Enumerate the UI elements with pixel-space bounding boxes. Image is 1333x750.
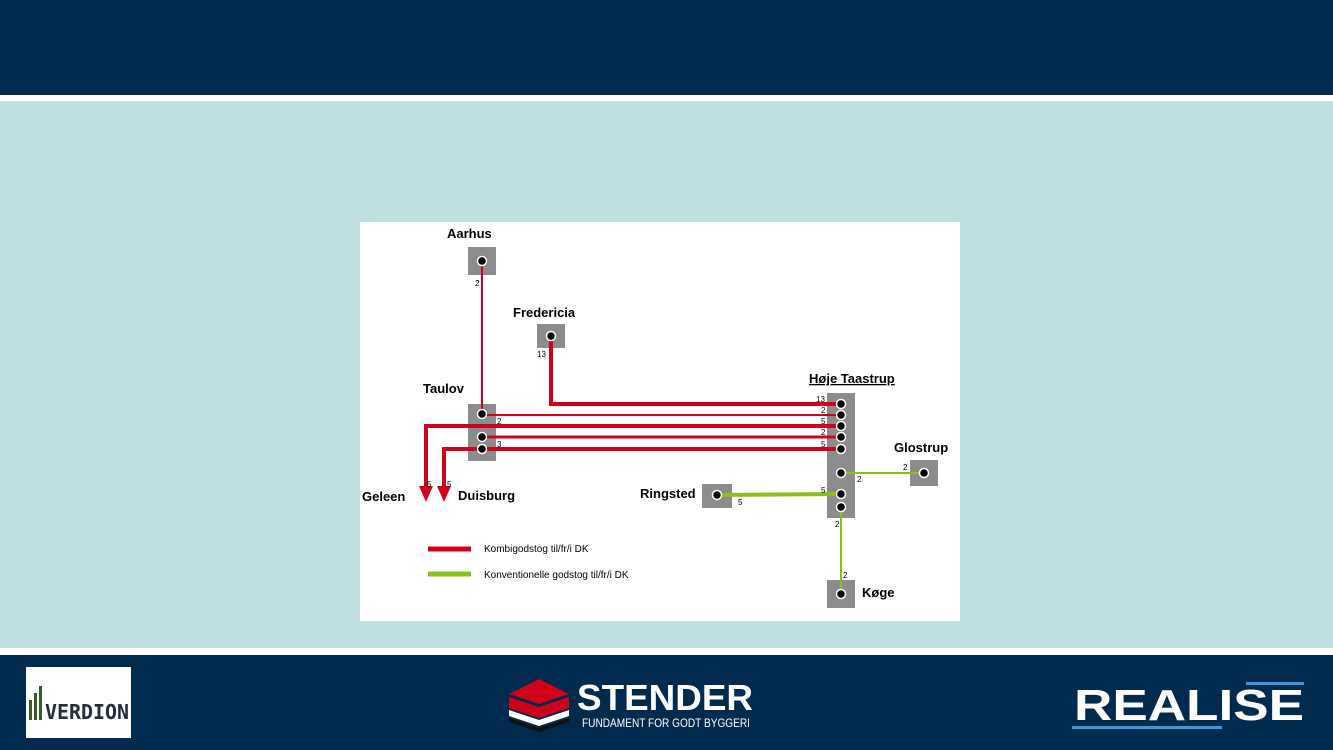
header-divider: [0, 95, 1333, 101]
node-glostrup: [918, 467, 930, 479]
stender-wordmark: STENDER: [577, 677, 753, 718]
route-ringsted-hoje-taastrup: [716, 492, 842, 497]
count-hoje-taastrup-5: 5: [821, 440, 826, 449]
count-duisburg: 5: [447, 480, 452, 489]
node-hoje-taastrup-7: [835, 488, 847, 500]
count-ringsted-near: 5: [821, 486, 826, 495]
count-fredericia: 13: [537, 350, 546, 359]
legend-label-combi: Kombigodstog til/fr/i DK: [484, 544, 589, 555]
count-glostrup-far: 2: [903, 463, 908, 472]
count-ringsted-far: 5: [738, 498, 743, 507]
legend-label-conventional: Konventionelle godstog til/fr/i DK: [484, 570, 629, 581]
label-duisburg: Duisburg: [458, 488, 515, 503]
count-koge-near: 2: [835, 520, 840, 529]
count-hoje-taastrup-3: 5: [821, 417, 826, 426]
header-band: [0, 0, 1333, 95]
count-koge-far: 2: [843, 571, 848, 580]
node-hoje-taastrup-6: [835, 467, 847, 479]
count-hoje-taastrup-1: 13: [816, 395, 825, 404]
count-geleen: 5: [427, 480, 432, 489]
count-hoje-taastrup-4: 2: [821, 428, 826, 437]
route-fredericia-hoje-taastrup: [549, 336, 841, 406]
realise-logo: REALISE: [1070, 678, 1310, 734]
node-fredericia: [545, 330, 557, 342]
verdion-wordmark: VERDION: [45, 700, 129, 724]
node-taulov-3: [476, 443, 488, 455]
count-aarhus: 2: [475, 279, 480, 288]
node-hoje-taastrup-1: [835, 398, 847, 410]
count-glostrup-near: 2: [857, 475, 862, 484]
count-hoje-taastrup-2: 2: [821, 406, 826, 415]
realise-wordmark: REALISE: [1074, 681, 1304, 730]
count-taulov-top: 2: [497, 417, 502, 426]
route-geleen-hoje-taastrup: [424, 424, 841, 488]
label-hoje-taastrup: Høje Taastrup: [809, 371, 895, 386]
label-taulov: Taulov: [423, 381, 465, 396]
node-aarhus: [476, 255, 488, 267]
verdion-logo: VERDION: [26, 667, 131, 738]
route-duisburg-hoje-taastrup: [442, 447, 841, 488]
label-geleen: Geleen: [362, 489, 405, 504]
node-koge: [835, 588, 847, 600]
arrow-duisburg: [437, 486, 451, 502]
node-taulov-1: [476, 408, 488, 420]
node-hoje-taastrup-2: [835, 409, 847, 421]
stender-mark-icon: STENDER FUNDAMENT FOR GODT BYGGERI: [509, 677, 753, 732]
label-ringsted: Ringsted: [640, 486, 696, 501]
label-koge: Køge: [862, 585, 895, 600]
count-taulov-bottom: 3: [497, 440, 502, 449]
label-fredericia: Fredericia: [513, 305, 576, 320]
footer-divider: [0, 648, 1333, 655]
realise-mark-icon: REALISE: [1072, 681, 1304, 730]
freight-route-diagram: Aarhus Fredericia Taulov Høje Taastrup G…: [360, 222, 960, 621]
verdion-mark-icon: VERDION: [29, 686, 129, 724]
stender-logo: STENDER FUNDAMENT FOR GODT BYGGERI: [505, 672, 760, 734]
arrow-geleen: [419, 486, 433, 502]
node-hoje-taastrup-8: [835, 501, 847, 513]
footer-band: [0, 655, 1333, 750]
route-map: Aarhus Fredericia Taulov Høje Taastrup G…: [362, 226, 948, 608]
node-hoje-taastrup-4: [835, 431, 847, 443]
label-aarhus: Aarhus: [447, 226, 492, 241]
node-ringsted: [711, 489, 723, 501]
node-hoje-taastrup-3: [835, 420, 847, 432]
node-taulov-2: [476, 431, 488, 443]
node-hoje-taastrup-5: [835, 443, 847, 455]
label-glostrup: Glostrup: [894, 440, 948, 455]
stender-tagline: FUNDAMENT FOR GODT BYGGERI: [582, 716, 750, 730]
